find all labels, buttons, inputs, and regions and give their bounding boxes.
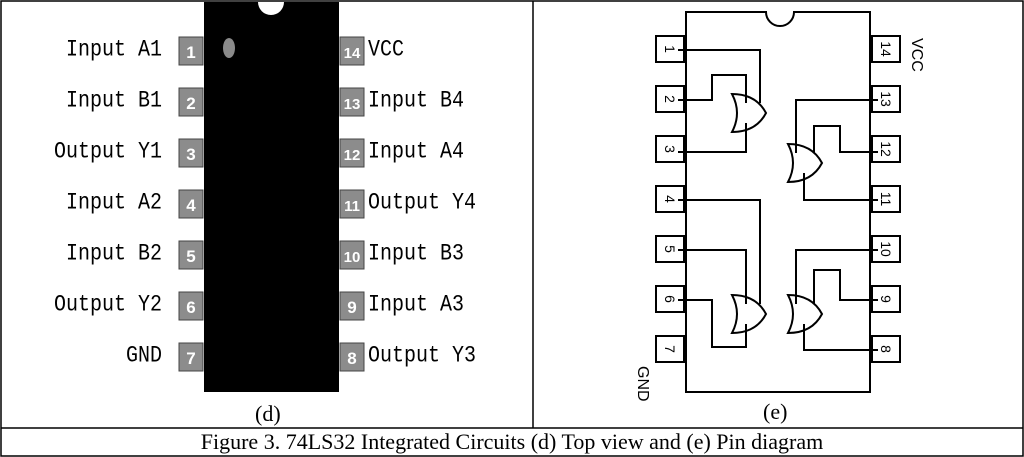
pin-number: 12 [344,147,361,164]
pin-number: 5 [662,245,678,253]
pin-label-13: Input B4 [368,88,465,115]
diagram-pin-4: 4 [655,185,685,213]
pin-12-box: 12 [339,138,365,168]
pin-2-box: 2 [178,87,204,117]
or-gate-2 [786,99,878,201]
pin-number: 11 [344,198,360,215]
pin-diagram-outline [685,11,871,393]
pin-11-box: 11 [339,189,365,219]
pin-number: 8 [878,345,894,353]
panel-e-label: (e) [763,399,788,424]
pin-label-6: Output Y2 [53,292,162,319]
pin-label-4: Input A2 [65,190,162,217]
pin-14-box: 14 [339,36,365,66]
chip-body [204,2,339,392]
pin-4-box: 4 [178,189,204,219]
pin-number: 10 [878,241,894,257]
pin-label-14: VCC [368,37,405,64]
pin-label-2: Input B1 [65,88,162,115]
pin-number: 10 [344,249,361,266]
pin-6-box: 6 [178,291,204,321]
pin-13-box: 13 [339,87,365,117]
pin-number: 1 [186,43,195,62]
diagram-pin-7: 7 [655,335,685,363]
pin-10-box: 10 [339,240,365,270]
pin-number: 1 [662,45,678,53]
pin-5-box: 5 [178,240,204,270]
pin-number: 14 [878,41,894,57]
pin-number: 13 [878,91,894,107]
pin-number: 5 [186,247,195,266]
pin-3-box: 3 [178,138,204,168]
pin-label-1: Input A1 [65,37,162,64]
pin1-dot [223,38,235,58]
or-gate-3 [678,199,768,348]
pin-label-3: Output Y1 [53,139,162,166]
pin-number: 6 [186,298,195,317]
pin-number: 8 [347,349,356,368]
or-gate-1 [678,49,768,153]
pin-7-box: 7 [178,342,204,372]
pin-number: 3 [186,145,195,164]
or-gate-4 [786,249,878,351]
pin-label-10: Input B3 [368,241,465,268]
diagram-pin-12: 12 [871,135,901,163]
pin-number: 13 [344,96,361,113]
pin-number: 6 [662,295,678,303]
diagram-pin-11: 11 [871,185,901,213]
panel-d-label: (d) [255,401,281,426]
pin-number: 2 [186,94,195,113]
pin-number: 12 [878,141,894,157]
pin-number: 14 [344,45,361,62]
pin-label-7: GND [125,343,162,370]
gnd-label: GND [634,366,651,402]
diagram-pin-3: 3 [655,135,685,163]
pin-number: 11 [878,192,894,207]
vcc-label: VCC [908,38,925,72]
pin-label-12: Input A4 [368,139,465,166]
pin-number: 4 [186,196,196,215]
pin-number: 3 [662,145,678,153]
pin-number: 7 [186,349,195,368]
pin-number: 7 [662,345,678,353]
pin-9-box: 9 [339,291,365,321]
chip-notch [258,2,284,15]
pin-label-8: Output Y3 [368,343,477,370]
pin-number: 9 [347,298,356,317]
pin-number: 2 [662,95,678,103]
pin-label-11: Output Y4 [368,190,477,217]
pin-8-box: 8 [339,342,365,372]
pin-1-box: 1 [178,36,204,66]
pin-number: 9 [878,295,894,303]
pin-label-5: Input B2 [65,241,162,268]
figure-caption: Figure 3. 74LS32 Integrated Circuits (d)… [200,429,824,454]
pin-label-9: Input A3 [368,292,465,319]
pin-number: 4 [662,195,678,203]
diagram-pin-14: 14 [871,35,901,63]
